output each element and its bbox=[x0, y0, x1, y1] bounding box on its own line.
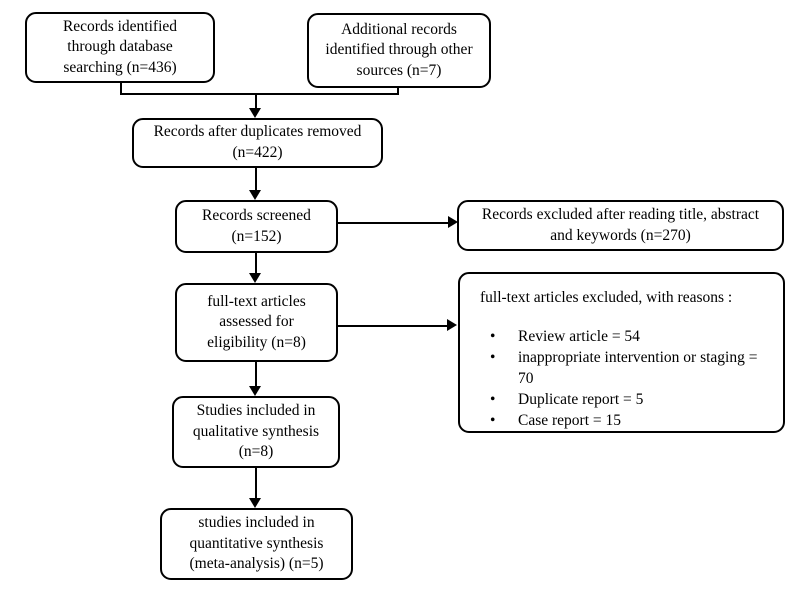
connector-screened-to-eligibility bbox=[255, 253, 257, 275]
box-line: Records after duplicates removed bbox=[153, 123, 362, 141]
box-records-after-duplicates-removed: Records after duplicates removed (n=422) bbox=[132, 118, 383, 168]
box-line: (n=422) bbox=[232, 144, 283, 161]
connector-screened-to-excluded bbox=[338, 222, 450, 224]
box-line: full-text articles bbox=[207, 292, 306, 310]
box-line: identified through other bbox=[325, 41, 473, 59]
box-line: eligibility (n=8) bbox=[207, 333, 306, 351]
arrowhead-to-qualitative bbox=[249, 386, 261, 396]
box-line: (n=8) bbox=[238, 443, 274, 461]
box-full-text-excluded-with-reasons: full-text articles excluded, with reason… bbox=[458, 272, 785, 433]
connector-eligibility-to-qualitative bbox=[255, 362, 257, 388]
box-quantitative-synthesis: studies included in quantitative synthes… bbox=[160, 508, 353, 580]
arrowhead-to-eligibility bbox=[249, 273, 261, 283]
connector-other-stub bbox=[397, 88, 399, 94]
box-additional-records-other-sources: Additional records identified through ot… bbox=[307, 13, 491, 88]
bullet-icon: • bbox=[490, 412, 496, 430]
reason-item: • Review article = 54 bbox=[476, 327, 767, 347]
box-line: Additional records bbox=[341, 20, 457, 38]
reason-label: Review article = 54 bbox=[518, 327, 640, 345]
box-line: (n=152) bbox=[231, 227, 282, 245]
box-records-excluded: Records excluded after reading title, ab… bbox=[457, 200, 784, 251]
box-line: quantitative synthesis bbox=[189, 534, 324, 552]
arrowhead-to-full-text-excluded bbox=[447, 319, 457, 331]
reason-item: • Case report = 15 bbox=[476, 411, 767, 431]
arrowhead-to-screened bbox=[249, 190, 261, 200]
box-line: Records excluded after reading title, ab… bbox=[481, 205, 760, 223]
box-line: searching (n=436) bbox=[63, 58, 177, 76]
reason-item: • Duplicate report = 5 bbox=[476, 390, 767, 410]
box-line: assessed for bbox=[219, 313, 294, 331]
reason-label: Duplicate report = 5 bbox=[518, 390, 644, 408]
box-records-identified-database: Records identified through database sear… bbox=[25, 12, 215, 83]
reasons-list: • Review article = 54 • inappropriate in… bbox=[476, 327, 767, 432]
box-records-screened: Records screened (n=152) bbox=[175, 200, 338, 253]
connector-duplicates-to-screened bbox=[255, 168, 257, 192]
box-line: (meta-analysis) (n=5) bbox=[189, 555, 324, 573]
box-line: qualitative synthesis bbox=[192, 422, 320, 440]
box-line: studies included in bbox=[198, 514, 315, 532]
bullet-icon: • bbox=[490, 349, 496, 367]
box-line: and keywords (n=270) bbox=[550, 226, 691, 244]
box-line: Records identified bbox=[62, 17, 178, 35]
connector-merge-drop bbox=[255, 93, 257, 110]
reason-label: inappropriate intervention or staging = … bbox=[518, 349, 758, 387]
connector-merge-bar bbox=[120, 93, 399, 95]
box-line: Studies included in bbox=[196, 402, 316, 420]
reasons-title: full-text articles excluded, with reason… bbox=[480, 289, 733, 306]
reason-item: • inappropriate intervention or staging … bbox=[476, 348, 767, 389]
box-full-text-assessed-eligibility: full-text articles assessed for eligibil… bbox=[175, 283, 338, 362]
box-line: sources (n=7) bbox=[356, 61, 442, 79]
reason-label: Case report = 15 bbox=[518, 412, 622, 430]
arrowhead-to-records-excluded bbox=[448, 216, 458, 228]
box-qualitative-synthesis: Studies included in qualitative synthesi… bbox=[172, 396, 340, 468]
connector-qualitative-to-quantitative bbox=[255, 468, 257, 500]
arrowhead-to-duplicates bbox=[249, 108, 261, 118]
bullet-icon: • bbox=[490, 390, 496, 408]
connector-db-stub bbox=[120, 83, 122, 94]
box-line: Records screened bbox=[202, 206, 311, 224]
bullet-icon: • bbox=[490, 327, 496, 345]
connector-eligibility-to-reasons bbox=[338, 325, 449, 327]
box-line: through database bbox=[67, 38, 173, 56]
arrowhead-to-quantitative bbox=[249, 498, 261, 508]
